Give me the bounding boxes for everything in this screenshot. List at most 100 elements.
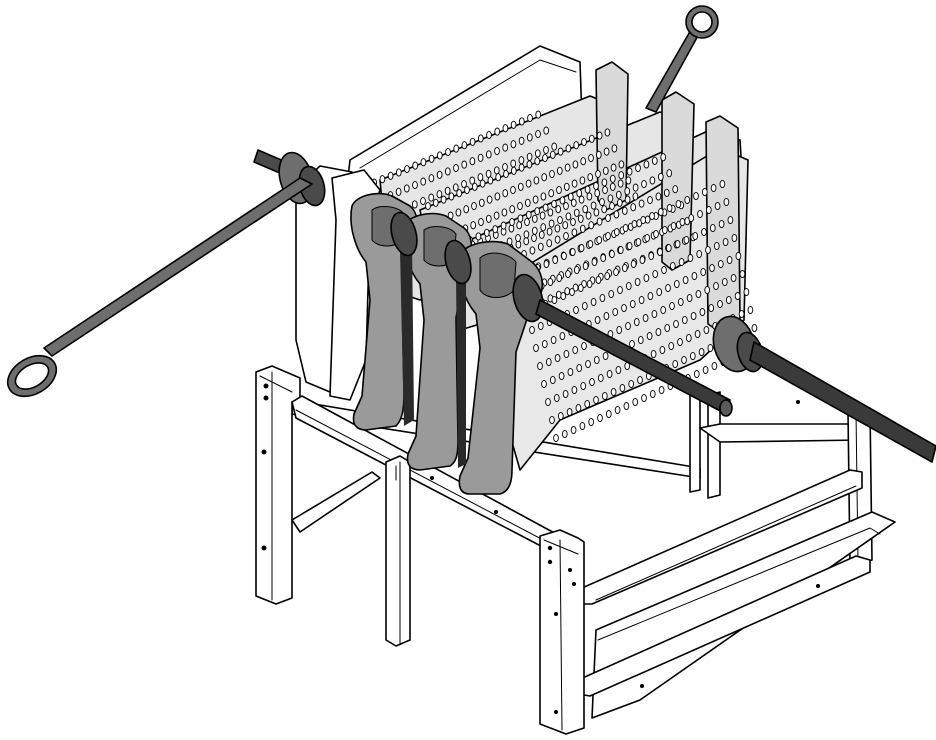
pin-fin [589, 377, 595, 387]
pin-fin [543, 259, 550, 269]
pin-fin [562, 221, 569, 230]
pin-fin [440, 195, 447, 204]
pin-fin [588, 153, 594, 163]
pin-fin [661, 225, 668, 235]
pin-fin [585, 211, 592, 220]
pin-fin [500, 221, 507, 230]
pin-fin [518, 117, 525, 126]
pin-fin [485, 169, 492, 178]
pin-fin [743, 287, 750, 297]
pin-fin [593, 395, 599, 405]
pin-fin [609, 249, 615, 259]
pin-fin [537, 321, 544, 331]
pin-fin [694, 329, 701, 339]
pin-fin [567, 367, 574, 377]
pin-fin [653, 229, 659, 239]
pin-fin [469, 137, 476, 146]
pin-fin [641, 393, 647, 403]
pin-fin [485, 150, 492, 159]
pin-fin [563, 231, 569, 241]
pin-fin [469, 176, 476, 185]
pin-fin [630, 259, 637, 269]
pin-fin [597, 373, 604, 383]
pin-fin [602, 185, 608, 195]
pin-fin [602, 351, 609, 361]
pin-fin [672, 185, 679, 194]
pin-fin [518, 156, 525, 165]
pin-fin [673, 319, 679, 329]
pin-fin [714, 201, 721, 211]
pin-fin [595, 150, 602, 159]
pin-fin [641, 179, 647, 189]
pin-fin [411, 200, 418, 209]
pin-fin [657, 207, 664, 217]
pin-fin [569, 247, 576, 257]
pin-fin [567, 192, 574, 201]
pin-fin [718, 219, 725, 229]
pin-fin [632, 397, 639, 407]
pin-fin [596, 235, 603, 245]
right-nipple-bar [749, 341, 936, 463]
pin-fin [621, 303, 627, 313]
pin-fin [679, 217, 686, 227]
pin-fin [605, 231, 611, 241]
pin-fin [379, 175, 386, 184]
pin-fin [624, 195, 631, 204]
pin-fin [478, 198, 485, 207]
pin-fin [570, 217, 576, 227]
pin-fin [541, 339, 548, 349]
pin-fin [593, 208, 600, 217]
pin-fin [672, 359, 679, 369]
pin-fin [617, 179, 624, 188]
pin-fin [659, 345, 666, 355]
pin-fin [486, 195, 493, 204]
pin-fin [554, 235, 561, 244]
pin-fin [550, 335, 557, 345]
pin-fin [612, 307, 619, 317]
pin-fin [632, 192, 639, 201]
pin-fin [616, 325, 623, 335]
pin-fin [588, 134, 595, 143]
pin-fin [697, 209, 703, 219]
pin-fin [648, 251, 655, 261]
pin-fin [647, 195, 653, 205]
pin-fin [526, 160, 533, 169]
pin-fin [635, 237, 642, 247]
pin-fin [617, 245, 624, 255]
pin-fin [533, 343, 539, 353]
pin-fin [647, 291, 654, 301]
pin-fin [546, 239, 553, 248]
pin-fin [475, 232, 482, 241]
pin-fin [549, 375, 556, 385]
pin-fin [719, 179, 726, 189]
pin-fin [663, 188, 670, 197]
pin-fin [395, 187, 402, 196]
pin-fin [557, 147, 564, 156]
pin-fin [615, 365, 622, 375]
pin-fin [609, 182, 616, 191]
pin-fin [705, 245, 711, 255]
pin-fin [711, 361, 718, 371]
pin-fin [517, 201, 523, 211]
pin-fin [535, 110, 542, 119]
pin-fin [656, 287, 663, 297]
pin-fin [436, 190, 443, 199]
pin-fin [539, 211, 546, 220]
pin-fin [436, 151, 443, 160]
pin-fin [593, 181, 599, 191]
pin-fin [551, 295, 558, 305]
pin-fin [444, 167, 451, 176]
pin-fin [669, 261, 676, 271]
pin-fin [526, 133, 533, 142]
pin-fin [527, 113, 533, 123]
pin-fin [673, 279, 680, 289]
pin-fin [540, 192, 547, 201]
pin-fin [471, 182, 478, 191]
pin-fin [551, 199, 557, 209]
pin-fin [572, 160, 579, 169]
pin-fin [525, 179, 532, 188]
pin-fin [703, 325, 710, 335]
pin-fin [534, 207, 541, 216]
pin-fin [623, 401, 630, 411]
